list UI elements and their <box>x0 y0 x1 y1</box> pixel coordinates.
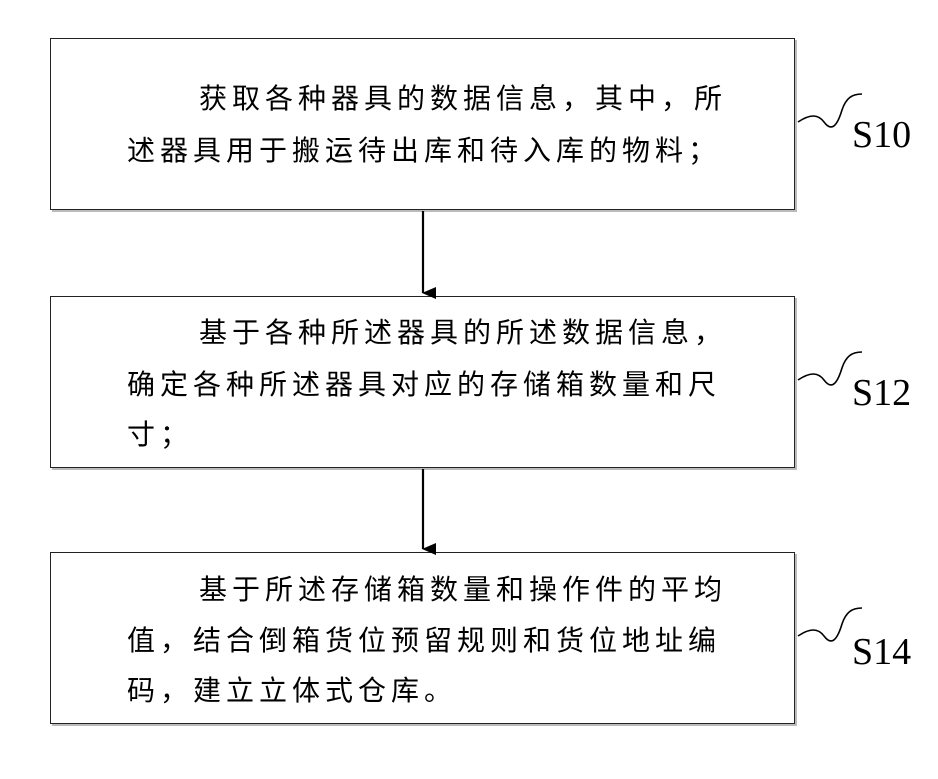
leader-line-s10 <box>798 94 862 127</box>
leader-line-s14 <box>798 608 862 641</box>
leader-line-s12 <box>798 352 862 385</box>
